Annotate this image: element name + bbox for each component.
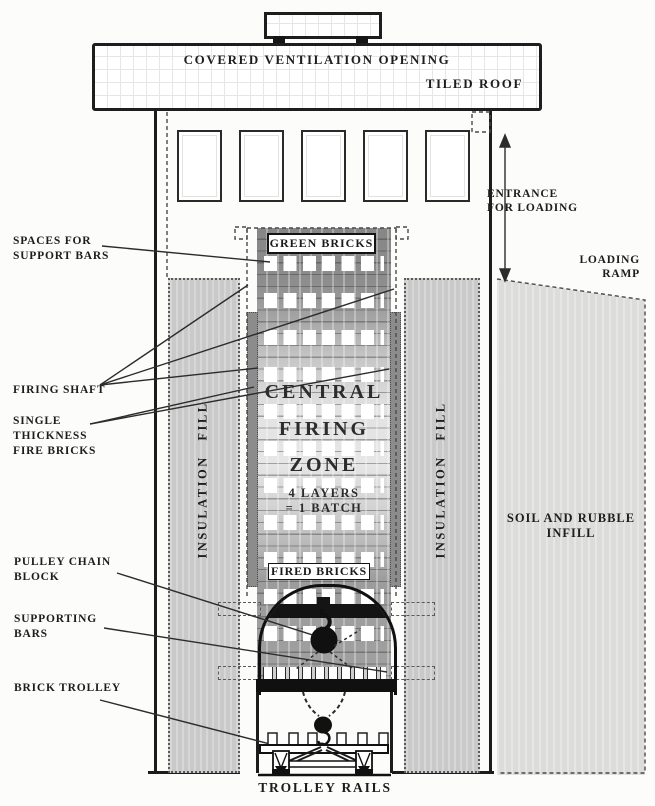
- green-bricks-label: GREEN BRICKS: [267, 233, 376, 254]
- single-thickness-label: SINGLE THICKNESS FIRE BRICKS: [13, 415, 97, 457]
- insulation-fill-right-label: INSULATION FILL: [433, 401, 448, 559]
- central-firing-zone-label: FIRING: [278, 418, 370, 440]
- covered-ventilation-label: COVERED VENTILATION OPENING: [183, 52, 451, 67]
- sling-bar: [279, 760, 367, 768]
- trolley-platform: [259, 744, 389, 754]
- tunnel-wall-right: [390, 690, 393, 773]
- support-bar-holes-row: [264, 293, 384, 308]
- trolley-wheels: [272, 750, 373, 776]
- support-bar-holes-row: [264, 404, 384, 419]
- arch-floor-lintel: [256, 679, 394, 692]
- shaft-corner-tab-right: [395, 226, 409, 240]
- left-outer-wall: [154, 111, 157, 773]
- cap-foot-left: [273, 36, 285, 45]
- ventilation-cap: [264, 12, 382, 39]
- vent-window: [177, 130, 222, 202]
- firing-shaft-label: FIRING SHAFT: [13, 384, 106, 396]
- trolley-rails-label: TROLLEY RAILS: [258, 780, 392, 795]
- tiled-roof-label: TILED ROOF: [425, 76, 523, 91]
- tunnel-wall-left: [256, 690, 259, 773]
- support-bar-holes-row: [264, 367, 384, 382]
- trolley-rails: [258, 769, 391, 777]
- support-bar-holes-row: [264, 515, 384, 530]
- vent-window: [363, 130, 408, 202]
- pulley-chain-block-label: PULLEY CHAIN BLOCK: [14, 556, 112, 583]
- right-outer-wall: [489, 111, 492, 773]
- insulation-fill-right: [404, 278, 480, 773]
- batch-label: = 1 BATCH: [285, 501, 363, 515]
- arrow-up-icon: [498, 133, 512, 148]
- fire-brick-wall-left: [247, 312, 258, 587]
- loading-ramp-label: LOADING RAMP: [579, 254, 640, 280]
- support-bar-holes-row: [264, 330, 384, 345]
- brick-trolley: [258, 691, 391, 777]
- fired-bricks-label: FIRED BRICKS: [268, 563, 370, 580]
- support-bar-ghost: [218, 666, 261, 680]
- spaces-for-support-bars-label: SPACES FOR SUPPORT BARS: [13, 235, 110, 262]
- central-firing-zone-label: ZONE: [289, 454, 359, 476]
- cap-foot-right: [356, 36, 368, 45]
- vent-window: [301, 130, 346, 202]
- lifting-ring: [317, 742, 327, 752]
- batch-label: 4 LAYERS: [288, 486, 360, 500]
- tiled-roof: COVERED VENTILATION OPENING TILED ROOF: [92, 43, 542, 111]
- arch-beam: [261, 604, 388, 618]
- insulation-fill-left: [168, 278, 240, 773]
- vent-window: [239, 130, 284, 202]
- chain-hook-block: [314, 716, 332, 734]
- supporting-bars-label: SUPPORTING BARS: [14, 613, 97, 640]
- central-firing-zone-label: CENTRAL: [264, 381, 384, 403]
- soil-rubble-label: SOIL AND RUBBLE INFILL: [506, 511, 636, 540]
- lifting-sling: [283, 746, 363, 764]
- support-bar-holes-row: [264, 256, 384, 271]
- trolley-posts: [267, 732, 389, 746]
- pulley-mount: [317, 597, 330, 605]
- shaft-corner-tab-left: [234, 226, 248, 240]
- support-bar-ghost: [391, 602, 435, 616]
- support-bar-ghost: [391, 666, 435, 680]
- brick-trolley-label: BRICK TROLLEY: [14, 682, 122, 694]
- insulation-fill-left-label: INSULATION FILL: [195, 401, 210, 559]
- arrow-down-icon: [498, 268, 512, 283]
- lower-hook-icon: [316, 730, 331, 747]
- fire-brick-wall-right: [390, 312, 401, 587]
- vent-window: [425, 130, 470, 202]
- support-bar-ghost: [218, 602, 261, 616]
- entrance-for-loading-label: ENTRANCE FOR LOADING: [487, 188, 578, 214]
- entrance-notch: [471, 111, 491, 133]
- leader-spaces-for-support-bars: [101, 245, 271, 263]
- trolley-chains: [302, 691, 346, 717]
